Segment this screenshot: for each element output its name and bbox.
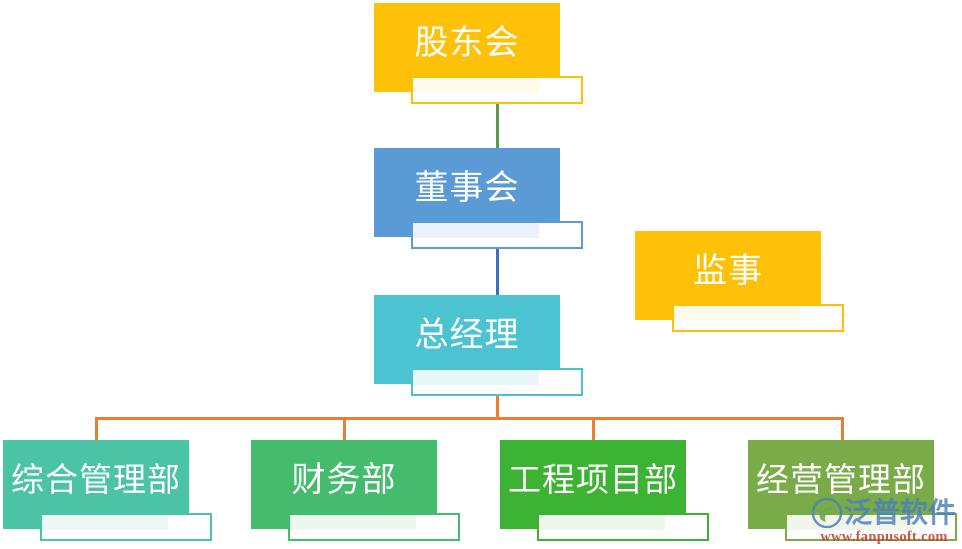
org-node-detail-fill-dept-finance	[290, 515, 416, 530]
connector-department-bus	[95, 417, 844, 420]
connector-drop-dept-3	[592, 417, 595, 441]
org-node-detail-fill-board	[413, 223, 539, 238]
connector-general-manager-stem	[496, 384, 499, 419]
org-node-label-dept-operations-management: 经营管理部	[748, 440, 934, 529]
org-node-detail-box-dept-finance[interactable]	[288, 513, 460, 541]
org-node-detail-fill-dept-operations-management	[787, 515, 913, 530]
org-node-detail-fill-shareholders	[413, 78, 539, 93]
org-node-detail-box-dept-operations-management[interactable]	[785, 513, 957, 541]
connector-drop-dept-2	[343, 417, 346, 441]
org-node-detail-fill-dept-engineering-project	[539, 515, 665, 530]
org-node-detail-box-shareholders[interactable]	[411, 76, 583, 104]
org-node-detail-fill-general-manager	[413, 370, 539, 385]
connector-drop-dept-4	[841, 417, 844, 441]
connector-board-to-general-manager	[496, 237, 499, 295]
org-node-detail-box-board[interactable]	[411, 221, 583, 249]
org-node-detail-box-dept-general-admin[interactable]	[40, 513, 212, 541]
org-node-detail-box-dept-engineering-project[interactable]	[537, 513, 709, 541]
org-node-detail-box-supervisor[interactable]	[672, 304, 844, 332]
connector-shareholders-to-board	[496, 92, 499, 148]
org-node-detail-box-general-manager[interactable]	[411, 368, 583, 396]
connector-drop-dept-1	[95, 417, 98, 441]
org-node-detail-fill-dept-general-admin	[42, 515, 168, 530]
org-node-detail-fill-supervisor	[674, 306, 800, 321]
